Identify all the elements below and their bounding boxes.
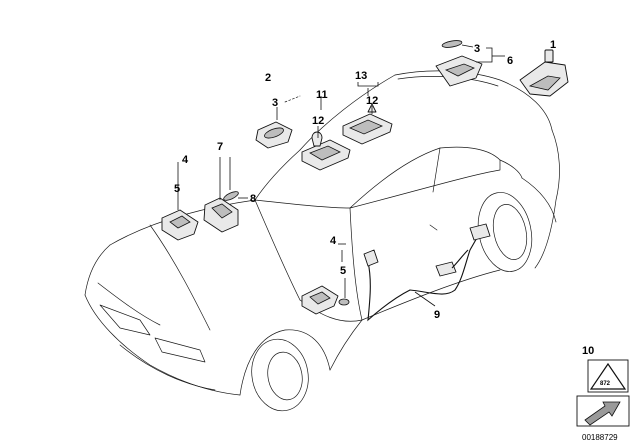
callout-12-left: 12 xyxy=(312,115,324,127)
callout-10: 10 xyxy=(582,345,594,357)
callout-2: 2 xyxy=(265,72,271,84)
callout-5-left: 5 xyxy=(174,183,180,195)
reading-light-part xyxy=(255,95,301,149)
callouts: 1 2 3 3 4 4 5 5 6 7 8 9 10 11 12 12 13 xyxy=(174,39,594,357)
document-id: 00188729 xyxy=(582,433,618,442)
badge-text: 872 xyxy=(600,381,611,387)
callout-8: 8 xyxy=(250,193,256,205)
callout-4-left: 4 xyxy=(182,154,189,166)
callout-6: 6 xyxy=(507,55,513,67)
leader-lines xyxy=(177,44,554,307)
center-light-part xyxy=(301,131,351,171)
direction-arrow-icon xyxy=(576,395,630,427)
glovebox-light-part xyxy=(203,191,239,233)
footwell-light-front-part xyxy=(301,285,350,315)
license-plate-light-part xyxy=(519,49,569,97)
callout-12-right: 12 xyxy=(366,95,378,107)
callout-5-front: 5 xyxy=(340,265,346,277)
bulb-warning-triangle-icon: 872 xyxy=(587,359,629,393)
callout-11: 11 xyxy=(316,89,328,101)
callout-4-front: 4 xyxy=(330,235,337,247)
wiring-harness-part xyxy=(363,223,491,322)
callout-13: 13 xyxy=(355,70,367,82)
car-outline xyxy=(84,70,560,412)
callout-9: 9 xyxy=(434,309,440,321)
callout-3-front: 3 xyxy=(272,97,278,109)
callout-3-rear: 3 xyxy=(474,43,480,55)
rear-interior-light-part xyxy=(435,40,483,87)
roof-light-part xyxy=(342,103,393,145)
footwell-light-left-part xyxy=(161,209,199,241)
callout-1: 1 xyxy=(550,39,556,51)
callout-7: 7 xyxy=(217,141,223,153)
